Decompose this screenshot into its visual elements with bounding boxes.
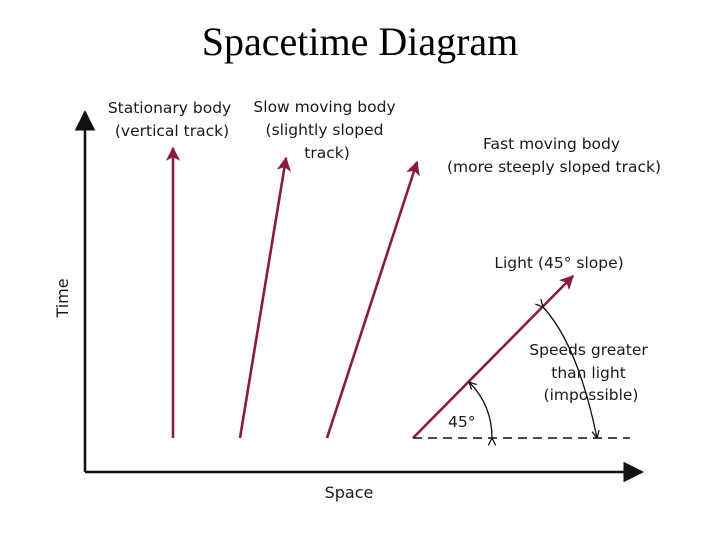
- slow-track: [238, 156, 291, 439]
- stationary-label: Stationary body (vertical track): [108, 99, 236, 140]
- fast-track: [325, 160, 420, 439]
- page-title: Spacetime Diagram: [201, 19, 519, 64]
- faster-than-light-label: Speeds greater than light (impossible): [529, 341, 652, 404]
- time-axis-label: Time: [53, 278, 72, 318]
- space-axis-label: Space: [325, 483, 374, 502]
- fast-label: Fast moving body (more steeply sloped tr…: [447, 135, 661, 176]
- angle-arc: [469, 382, 492, 438]
- angle-label: 45°: [448, 413, 475, 431]
- light-label: Light (45° slope): [494, 254, 623, 272]
- slow-label: Slow moving body (slightly sloped track): [253, 98, 400, 162]
- faster-than-light-arc: [543, 307, 597, 438]
